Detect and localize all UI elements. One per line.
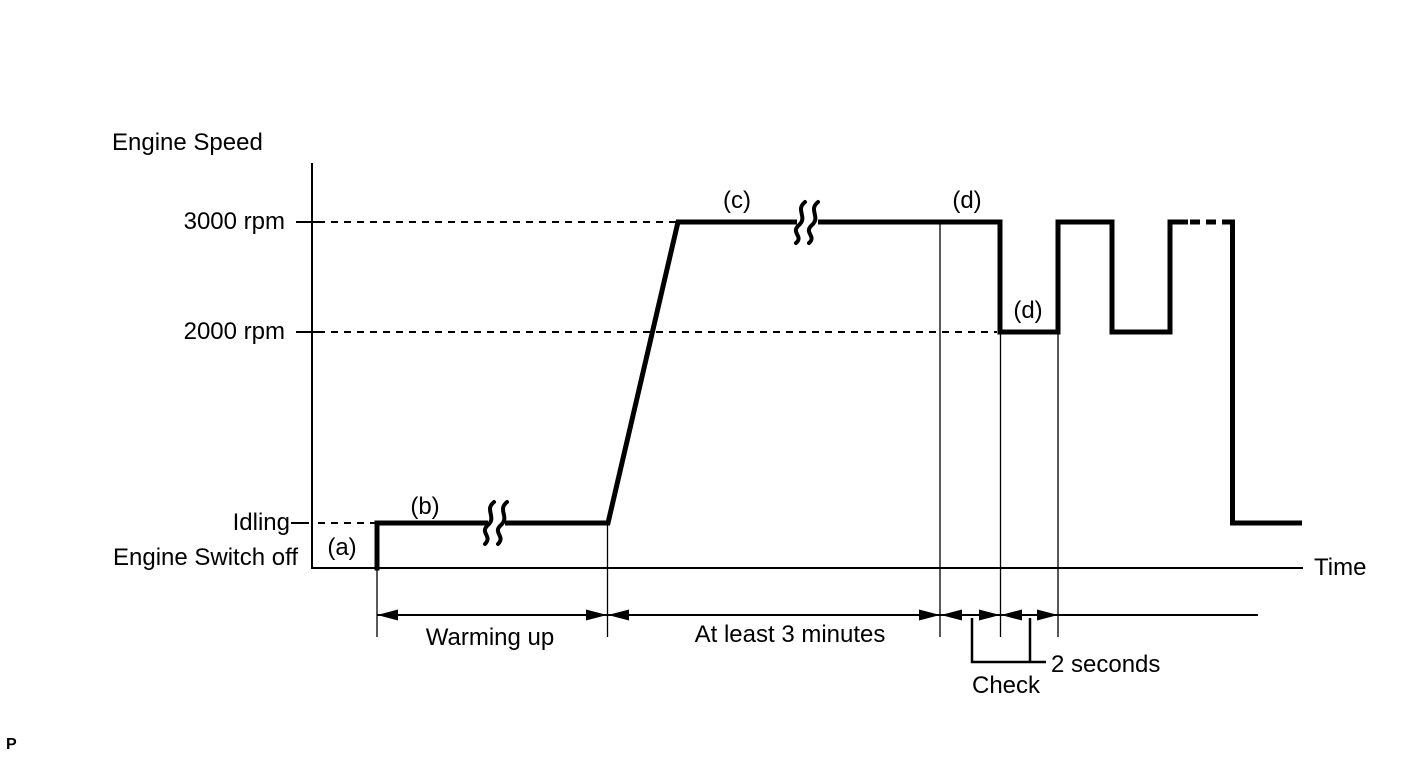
step-label-a: (a) — [327, 534, 357, 561]
level-label-3000rpm: 3000 rpm — [183, 208, 285, 235]
check-duration-label: 2 seconds — [1051, 651, 1161, 678]
phase-label-at-least-3-minutes: At least 3 minutes — [694, 621, 886, 648]
level-label-2000rpm: 2000 rpm — [183, 318, 285, 345]
axis-ticks — [291, 221, 318, 524]
arrowheads — [377, 609, 1058, 621]
page-marker: P — [6, 736, 17, 753]
waveform-end-idling — [1222, 219, 1302, 526]
y-axis-title: Engine Speed — [112, 129, 263, 156]
level-label-engine-switch-off: Engine Switch off — [112, 544, 298, 571]
check-bracket — [970, 618, 1046, 664]
break-mark-3000rpm — [793, 200, 820, 245]
dimension-reference-lines — [376, 224, 1059, 637]
waveform-start-idling — [374, 520, 488, 571]
waveform-idling-ramp — [505, 219, 797, 526]
step-label-d-low: (d) — [1013, 297, 1043, 324]
phase-label-warming-up: Warming up — [425, 624, 555, 651]
level-label-idling: Idling — [232, 509, 290, 536]
x-axis-title: Time — [1314, 554, 1367, 581]
check-label: Check — [971, 672, 1041, 699]
break-mark-idling — [482, 500, 509, 546]
waveform-check-pulses — [818, 219, 1188, 335]
step-label-c: (c) — [723, 187, 751, 214]
step-label-b: (b) — [410, 493, 440, 520]
step-label-d-high: (d) — [952, 187, 982, 214]
